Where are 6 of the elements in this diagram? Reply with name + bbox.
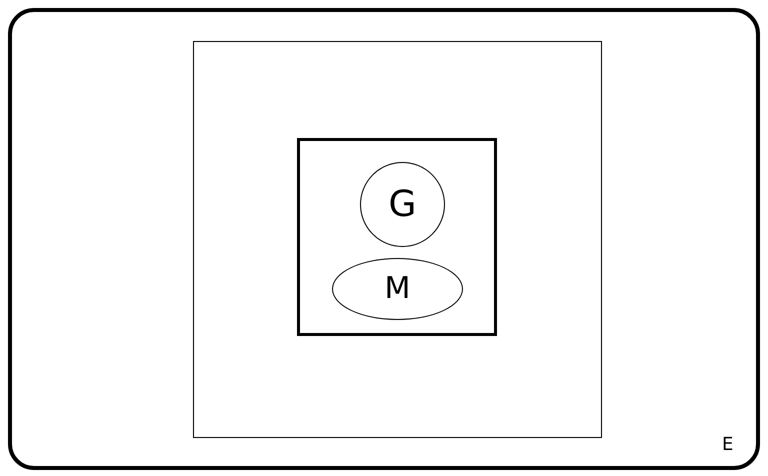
- inner-box: [297, 138, 497, 336]
- frame-label: E: [722, 436, 734, 454]
- square-frame: [193, 41, 602, 438]
- node-label: M: [384, 274, 410, 304]
- node-label: G: [388, 186, 416, 222]
- outer-frame: [8, 8, 760, 470]
